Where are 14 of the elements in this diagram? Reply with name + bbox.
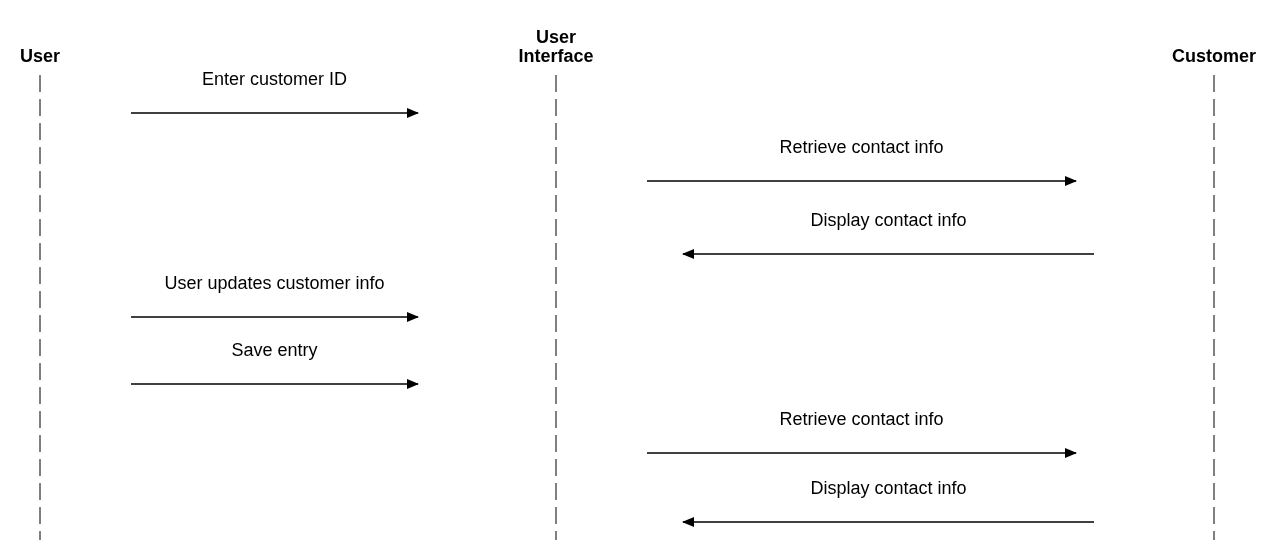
lifeline-header: Customer <box>1172 47 1256 66</box>
arrow <box>682 517 1095 527</box>
arrow <box>130 108 419 118</box>
arrow <box>130 312 419 322</box>
arrow <box>130 379 419 389</box>
edge-label: Save entry <box>231 340 318 360</box>
arrow <box>682 249 1095 259</box>
lifeline-header: User Interface <box>517 28 595 66</box>
arrow <box>646 176 1077 186</box>
edge-label: Display contact info <box>810 478 967 498</box>
edge-label: Display contact info <box>810 210 967 230</box>
lifeline-header: User <box>20 47 60 66</box>
arrow <box>646 448 1077 458</box>
edge-label: User updates customer info <box>164 273 385 293</box>
